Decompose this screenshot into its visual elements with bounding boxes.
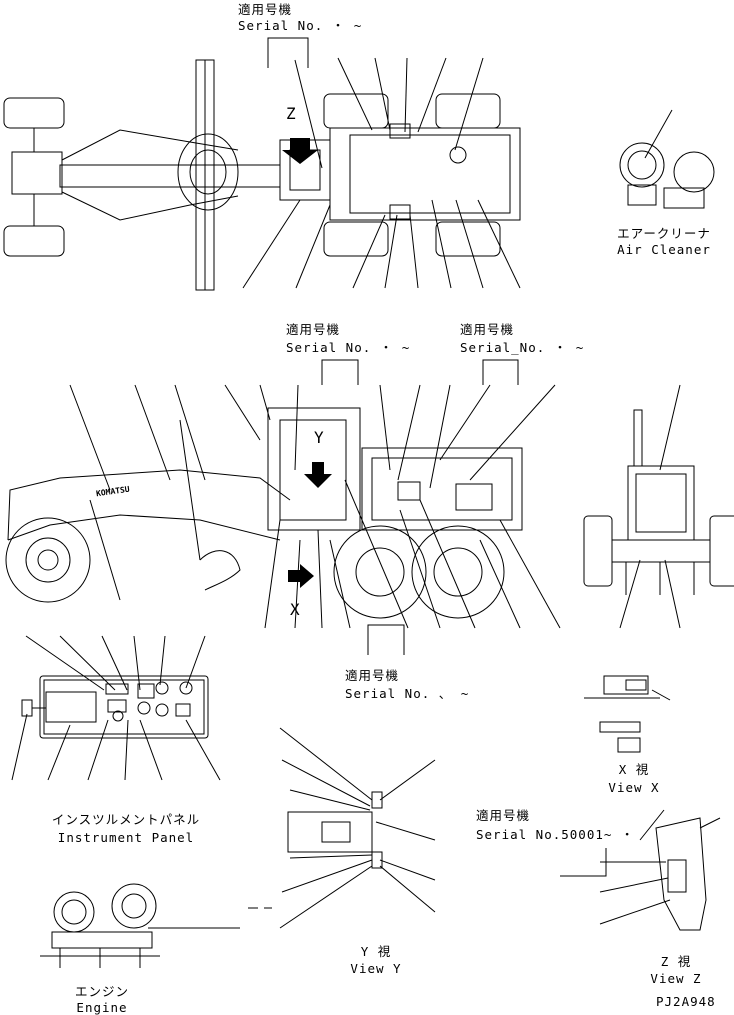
serial-top-ja: 適用号機 [238, 2, 293, 17]
serial-top-en: Serial No. ・ ~ [238, 18, 363, 33]
view-x-en: View X [608, 780, 660, 795]
serial-lower-en: Serial No. 、 ~ [345, 686, 470, 701]
view-z-detail [560, 810, 720, 930]
serial-mid-right-en: Serial_No. ・ ~ [460, 340, 585, 355]
air-cleaner-ja: エアークリーナ [617, 226, 711, 241]
view-x-ja: X 視 [618, 762, 650, 777]
air-cleaner-detail [620, 110, 714, 208]
instrument-panel-detail [12, 636, 220, 780]
view-y-ja: Y 視 [360, 944, 392, 959]
serial-mid-left-en: Serial No. ・ ~ [286, 340, 411, 355]
instrument-panel-ja: インスツルメントパネル [51, 812, 201, 827]
serial-mid-right-ja: 適用号機 [460, 322, 515, 337]
air-cleaner-en: Air Cleaner [617, 242, 711, 257]
view-y-detail [280, 728, 435, 928]
view-y-en: View Y [350, 961, 402, 976]
view-z-en: View Z [650, 971, 702, 986]
rear-view [584, 385, 734, 628]
top-view [4, 38, 520, 290]
engine-ja: エンジン [74, 984, 130, 999]
instrument-panel-en: Instrument Panel [57, 830, 195, 845]
drawing-code: PJ2A948 [656, 994, 716, 1009]
serial-lower-ja: 適用号機 [345, 668, 400, 683]
view-x-detail [584, 676, 670, 752]
side-view [6, 360, 560, 655]
marker-x: X [290, 600, 301, 619]
serial-mid-left-ja: 適用号機 [286, 322, 341, 337]
view-z-ja: Z 視 [660, 954, 692, 969]
engine-detail [40, 884, 272, 968]
marker-y: Y [314, 428, 325, 447]
marker-z: Z [286, 104, 297, 123]
serial-z-ja: 適用号機 [476, 808, 531, 823]
serial-z-en: Serial No.50001~ ・ [476, 827, 635, 842]
engine-en: Engine [76, 1000, 128, 1015]
